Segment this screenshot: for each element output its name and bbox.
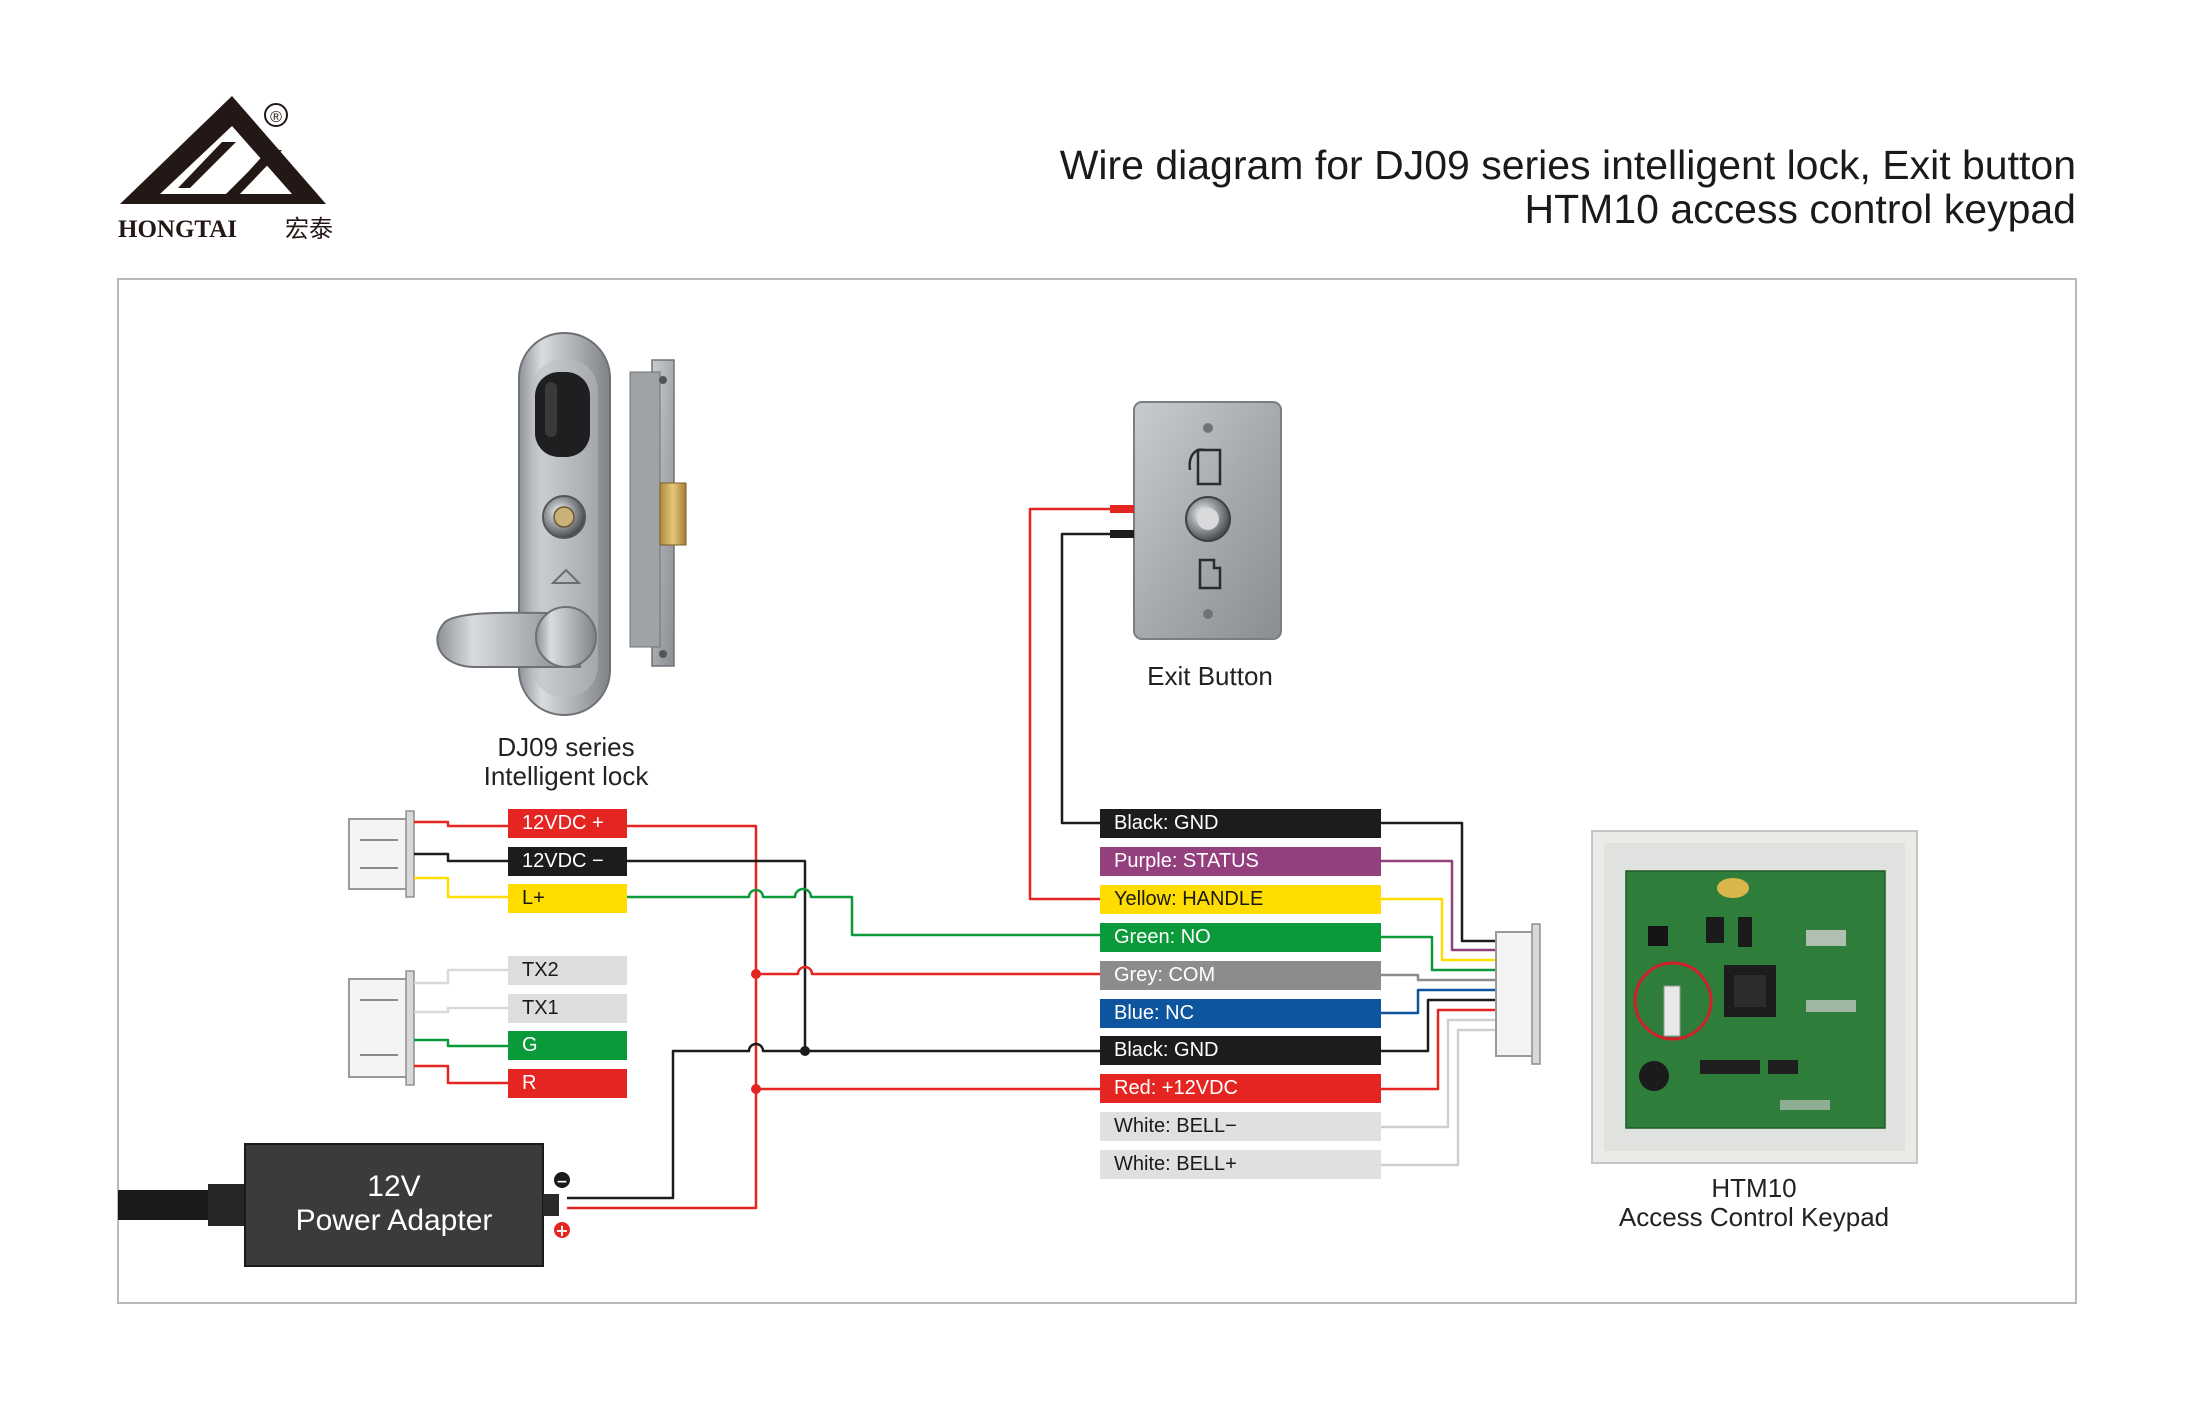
wire-keypad-grey [1381,973,1496,982]
lock-bottom-wire-label-1: TX1 [508,993,627,1023]
lock-caption-line2: Intelligent lock [484,761,650,791]
exit-button-caption: Exit Button [1147,661,1273,691]
lock-top-wire-label-0: 12VDC + [508,809,627,838]
brand-cjk: 宏泰 [285,215,333,243]
wire-keypad-blue [1381,988,1496,1015]
wire-keypad-black2 [1381,998,1496,1053]
lock-top-wire-label-1: 12VDC − [508,846,627,876]
keypad-wire-label-8: White: BELL− [1100,1112,1381,1142]
power-adapter [118,1143,570,1267]
brand-name: HONGTAI [118,216,237,243]
adapter-plus-sign: + [555,1221,568,1240]
wire-lock-12vdc-plus-lead [414,820,508,828]
registered-mark [264,103,288,127]
keypad-wire-label-6: Black: GND [1100,1036,1381,1066]
lock-bottom-wire-label-2: G [508,1031,627,1060]
wire-exit-black [1060,532,1134,825]
wire-keypad-green [1381,935,1496,972]
wire-lock-lplus-lead [414,876,508,899]
adapter-label-line1: 12V [367,1170,420,1203]
wire-red-to-com [756,965,1100,976]
keypad-wire-label-5: Blue: NC [1100,998,1381,1028]
keypad-wire-label-4: Grey: COM [1100,960,1381,990]
wire-lock-g-lead [414,1038,508,1048]
wire-keypad-yellow [1381,897,1496,962]
connector-highlight [1633,961,1713,1041]
keypad-wire-label-3: Green: NO [1100,922,1381,952]
exit-button-image [1133,401,1282,640]
wire-keypad-white1 [1381,1018,1496,1129]
wire-keypad-red [1381,1008,1496,1091]
lock-image [436,332,687,716]
lock-caption-line1: DJ09 series [497,732,634,762]
wires [414,505,1496,1210]
wire-keypad-white2 [1381,1028,1496,1167]
wire-lock-12vdc-minus-lead [414,852,508,863]
keypad-wire-label-0: Black: GND [1100,809,1381,838]
lock-bottom-wire-label-0: TX2 [508,956,627,985]
adapter-minus-sign: − [556,1174,568,1190]
lock-top-wire-label-2: L+ [508,884,627,913]
wire-keypad-black-gnd [1381,821,1496,943]
keypad-image [1591,830,1918,1164]
wire-lplus-to-no [508,887,1100,937]
keypad-wire-label-7: Red: +12VDC [1100,1074,1381,1104]
keypad-wire-label-9: White: BELL+ [1100,1150,1381,1180]
junction-dots [751,969,810,1094]
wire-keypad-purple [1381,859,1496,952]
diagram-frame [117,278,2077,1304]
lock-bottom-wire-label-3: R [508,1068,627,1098]
wire-lock-plus-to-bus [508,824,758,1210]
wire-lock-tx2-lead [414,968,508,985]
wire-exit-red [1028,507,1134,901]
brand-logo [120,96,326,204]
title-line2: HTM10 access control keypad [1524,186,2076,232]
wire-lock-tx1-lead [414,1006,508,1014]
keypad-caption-line2: Access Control Keypad [1619,1202,1889,1232]
lock-connector-top [348,810,415,898]
title-line1: Wire diagram for DJ09 series intelligent… [1059,142,2076,188]
keypad-connector [1495,923,1541,1065]
keypad-caption-line1: HTM10 [1711,1173,1796,1203]
lock-connector-bottom [348,970,415,1086]
registered-symbol: ® [270,109,282,126]
wire-adapter-minus-to-gnd [567,1042,1100,1200]
keypad-wire-label-1: Purple: STATUS [1100,846,1381,876]
wire-lock-r-lead [414,1064,508,1085]
adapter-label-line2: Power Adapter [296,1204,493,1237]
keypad-wire-label-2: Yellow: HANDLE [1100,884,1381,914]
